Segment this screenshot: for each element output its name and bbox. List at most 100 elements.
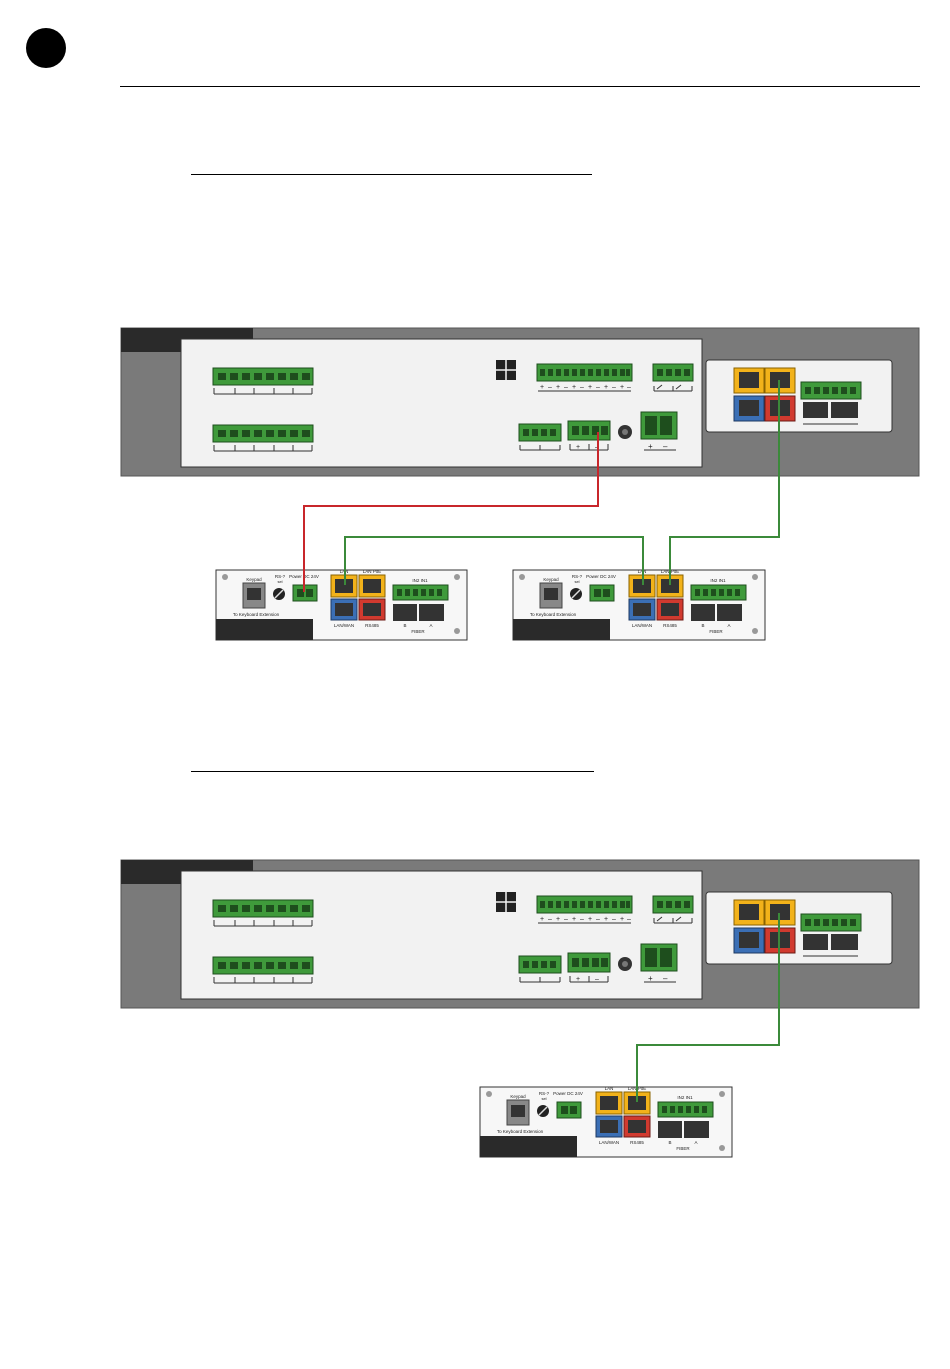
lan-wan-label: LAN/WAN (334, 623, 354, 628)
keyboard-extension-label: To Keyboard Extension (233, 612, 280, 617)
polarity-label: – (564, 384, 568, 391)
terminal-block-4pin (518, 955, 562, 983)
polarity-label: – (595, 976, 599, 983)
terminal-block-bottom-left (212, 956, 314, 984)
keypad-module-1: Keypad To Keyboard Extension RS-? sel Po… (215, 569, 468, 641)
terminal-block-top-left (212, 367, 314, 395)
main-unit-panel (180, 338, 703, 468)
keypad-label: Keypad (510, 1094, 526, 1099)
main-unit-2: + – + – + – + – + – + – (120, 859, 920, 1009)
polarity-label: + (648, 974, 653, 983)
keypad-bus-terminal: + – (567, 420, 611, 451)
io-label: IN2 IN1 (412, 578, 428, 583)
rs-label: RS-? (572, 574, 583, 579)
main-unit-1: + – + – + – + – + – + – (120, 327, 920, 477)
polarity-label: – (627, 916, 631, 923)
io-label: IN2 IN1 (710, 578, 726, 583)
terminal-block-top-left (212, 899, 314, 927)
polarity-label: + (588, 916, 592, 923)
polarity-label: + (576, 444, 580, 451)
adjust-knob-icon (618, 957, 632, 971)
section-marker-icon (26, 28, 66, 68)
fiber-b-label: B (668, 1140, 671, 1145)
terminal-block-12pin: + – + – + – + – + – + – (536, 363, 633, 392)
green-lan-wire-1 (344, 536, 644, 585)
rs485-label: RS485 (663, 623, 677, 628)
red-power-wire (303, 432, 599, 592)
fiber-label: FIBER (676, 1146, 690, 1151)
polarity-label: – (548, 384, 552, 391)
rs-sub-label: sel (541, 1096, 546, 1101)
fiber-b-label: B (701, 623, 704, 628)
terminal-block-12pin: + – + – + – + – + – + – (536, 895, 633, 924)
polarity-label: – (663, 442, 668, 451)
keyboard-extension-label: To Keyboard Extension (530, 612, 577, 617)
rs-label: RS-? (275, 574, 286, 579)
polarity-label: + (540, 916, 544, 923)
lan-poe-label: LAN PoE (363, 569, 382, 574)
polarity-label: – (663, 974, 668, 983)
polarity-label: – (548, 916, 552, 923)
keypad-module-2: Keypad To Keyboard Extension RS-? sel Po… (512, 569, 766, 641)
wires (303, 380, 780, 1102)
grid-square-icon (496, 360, 516, 380)
power-label: Power DC 24V (586, 574, 616, 579)
terminal-block-relay (652, 363, 694, 392)
polarity-label: + (572, 384, 576, 391)
polarity-label: – (580, 916, 584, 923)
polarity-label: – (580, 384, 584, 391)
polarity-label: + (604, 916, 608, 923)
polarity-label: – (596, 916, 600, 923)
fiber-a-label: A (429, 623, 432, 628)
lan-label: LAN (605, 1086, 614, 1091)
polarity-label: + (604, 384, 608, 391)
terminal-block-relay (652, 895, 694, 924)
fiber-label: FIBER (709, 629, 723, 634)
grid-square-icon (496, 892, 516, 912)
power-terminal: + – (640, 411, 678, 451)
selector-knob-icon (537, 1105, 549, 1117)
polarity-label: + (620, 384, 624, 391)
rs-sub-label: sel (574, 579, 579, 584)
polarity-label: – (612, 384, 616, 391)
polarity-label: + (620, 916, 624, 923)
lan-wan-label: LAN/WAN (599, 1140, 619, 1145)
header-rule (120, 86, 920, 87)
keypad-label: Keypad (543, 577, 559, 582)
keyboard-extension-label: To Keyboard Extension (497, 1129, 544, 1134)
polarity-label: + (540, 384, 544, 391)
polarity-label: – (627, 384, 631, 391)
polarity-label: + (556, 384, 560, 391)
polarity-label: – (596, 384, 600, 391)
polarity-label: + (648, 442, 653, 451)
io-label: IN2 IN1 (677, 1095, 693, 1100)
section-2-rule (191, 771, 594, 772)
polarity-label: – (564, 916, 568, 923)
green-lan-wire-2 (669, 380, 780, 585)
power-label: Power DC 24V (553, 1091, 583, 1096)
adjust-knob-icon (618, 425, 632, 439)
terminal-block-bottom-left (212, 424, 314, 452)
keypad-module-3: Keypad To Keyboard Extension RS-? sel Po… (479, 1086, 733, 1158)
terminal-block-4pin (518, 423, 562, 451)
selector-knob-icon (273, 588, 285, 600)
polarity-label: + (576, 976, 580, 983)
rs-label: RS-? (539, 1091, 550, 1096)
keypad-bus-terminal: + – (567, 952, 611, 983)
main-unit-panel (180, 870, 703, 1000)
section-1-rule (191, 174, 592, 175)
polarity-label: + (588, 384, 592, 391)
green-lan-wire-3 (636, 913, 780, 1102)
keypad-label: Keypad (246, 577, 262, 582)
lan-wan-label: LAN/WAN (632, 623, 652, 628)
fiber-b-label: B (403, 623, 406, 628)
polarity-label: + (556, 916, 560, 923)
polarity-label: – (612, 916, 616, 923)
rs485-label: RS485 (630, 1140, 644, 1145)
polarity-label: + (572, 916, 576, 923)
rs485-label: RS485 (365, 623, 379, 628)
fiber-a-label: A (727, 623, 730, 628)
rs-sub-label: sel (277, 579, 282, 584)
